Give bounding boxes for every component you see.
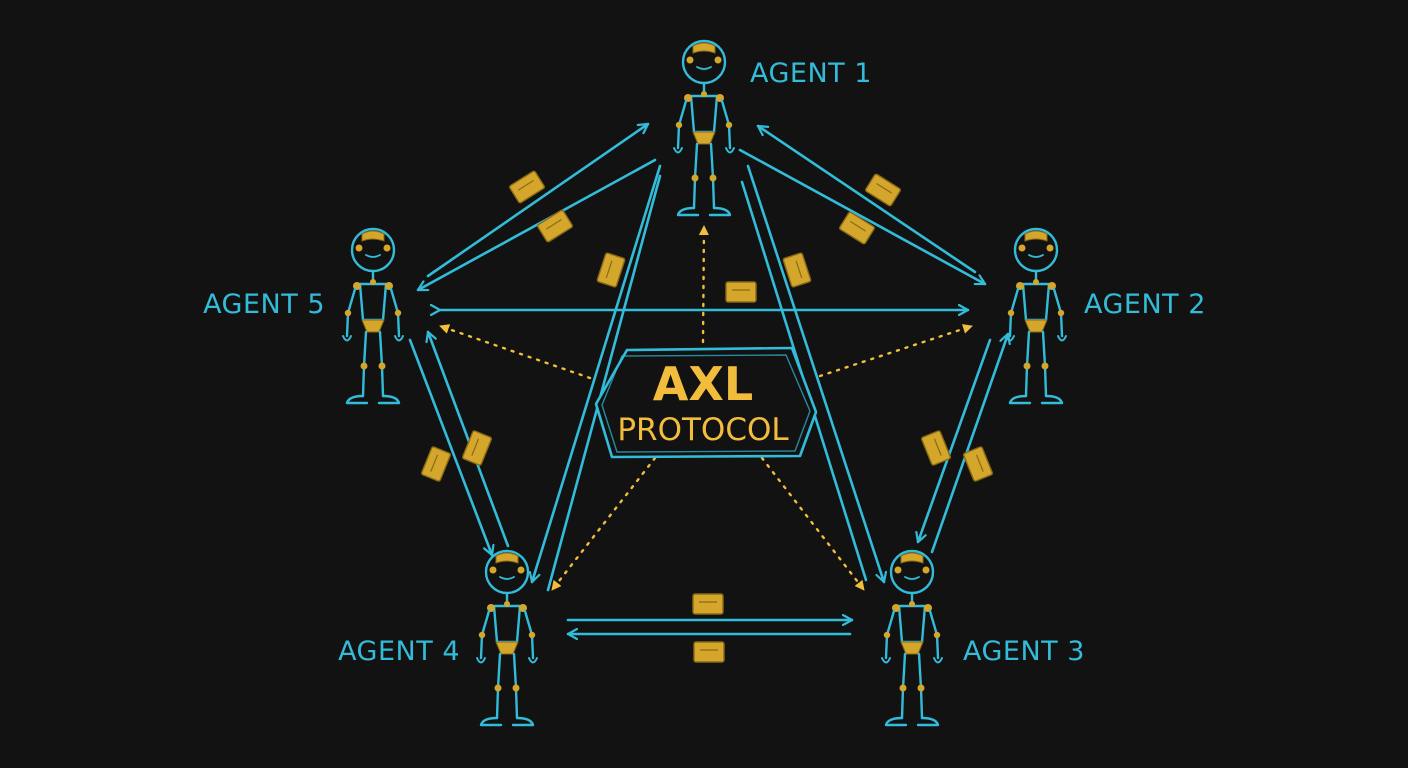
link-5-4-b xyxy=(428,330,510,548)
agent-5: AGENT 5 xyxy=(203,227,405,405)
agent-2-label: AGENT 2 xyxy=(1084,289,1206,320)
hub-title: AXL xyxy=(653,357,753,411)
data-packet-icon xyxy=(692,593,724,615)
link-1-5-a xyxy=(416,158,657,292)
agent-1: AGENT 1 xyxy=(672,39,872,217)
robot-agent-icon xyxy=(880,549,944,727)
robot-agent-icon xyxy=(341,227,405,405)
agent-4: AGENT 4 xyxy=(338,549,539,727)
agent-2: AGENT 2 xyxy=(1004,227,1206,405)
hub-to-agent-1 xyxy=(698,224,709,344)
data-packet-icon xyxy=(596,251,626,289)
agent-4-label: AGENT 4 xyxy=(338,636,460,667)
hub-to-agent-3 xyxy=(760,456,866,592)
hub-to-agent-4 xyxy=(550,456,657,592)
link-2-3-b xyxy=(930,332,1008,554)
link-1-5-b xyxy=(426,122,650,278)
link-5-4-a xyxy=(408,338,492,557)
link-1-3 xyxy=(746,164,884,584)
link-1-2-b xyxy=(756,124,977,274)
link-1-4 xyxy=(532,164,662,584)
link-4-1 xyxy=(546,174,662,592)
data-packet-icon xyxy=(838,210,876,246)
hub-to-agent-2 xyxy=(818,324,974,378)
data-packet-icon xyxy=(725,281,757,303)
robot-agent-icon xyxy=(672,39,736,217)
protocol-links xyxy=(438,224,974,592)
data-packet-icon xyxy=(536,208,574,244)
data-packet-icon xyxy=(920,429,952,467)
link-2-3-a xyxy=(918,338,992,544)
robot-agent-icon xyxy=(475,549,539,727)
agent-connections xyxy=(408,122,1008,634)
data-packet-icon xyxy=(420,445,452,483)
robot-agent-icon xyxy=(1004,227,1068,405)
agent-5-label: AGENT 5 xyxy=(203,289,325,320)
data-packet-icon xyxy=(962,445,994,483)
agent-3-label: AGENT 3 xyxy=(963,636,1085,667)
data-packet-icon xyxy=(693,641,725,663)
axl-protocol-hub: AXL PROTOCOL xyxy=(594,346,818,459)
agent-3: AGENT 3 xyxy=(880,549,1085,727)
agent-1-label: AGENT 1 xyxy=(750,58,872,89)
link-1-2-a xyxy=(738,148,987,286)
hub-subtitle: PROTOCOL xyxy=(617,412,789,448)
hub-to-agent-5 xyxy=(438,324,592,380)
